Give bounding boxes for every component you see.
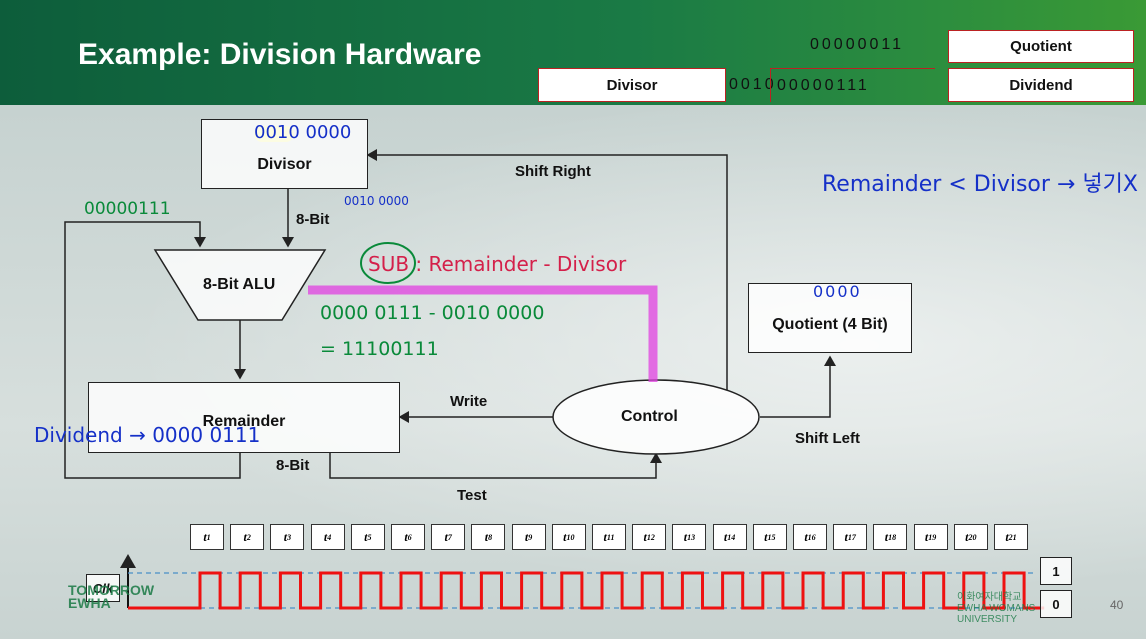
remainder-compare-note: Remainder < Divisor → 넣기X: [822, 172, 1138, 197]
circuit-background: [0, 105, 1146, 639]
test-label: Test: [457, 487, 487, 504]
shift-left-label: Shift Left: [795, 430, 860, 447]
dividend-bits: 00000111: [770, 68, 935, 102]
sub-expression-note: 0000 0111 - 0010 0000: [320, 302, 545, 324]
slide-title: Example: Division Hardware: [78, 38, 482, 71]
divisor-bits: 0010: [729, 76, 777, 93]
alu-shape: [153, 249, 327, 321]
quotient-bits: 00000011: [810, 36, 904, 53]
write-label: Write: [450, 393, 488, 410]
tomorrow-ewha-logo: TOMORROW EWHA: [68, 582, 155, 611]
dividend-note: Dividend → 0000 0111: [34, 423, 261, 447]
ewha-university-logo: 이화여자대학교 EWHA WOMANS UNIVERSITY: [957, 592, 1036, 625]
divisor-value-note: 0010 0000: [254, 122, 352, 143]
clock-waveform: [128, 571, 1045, 610]
sub-circle: [360, 242, 416, 284]
shift-right-label: Shift Right: [515, 163, 591, 180]
sub-note: SUB : Remainder - Divisor: [368, 252, 627, 276]
control-label: Control: [621, 408, 678, 425]
divisor-box: Divisor: [201, 119, 368, 189]
level-low-label: 0: [1040, 590, 1072, 618]
alu-divisor-note: 0010 0000: [344, 194, 409, 208]
quotient-box: Quotient (4 Bit): [748, 283, 912, 353]
sub-result-note: = 11100111: [320, 338, 439, 360]
remainder-width-label: 8-Bit: [276, 457, 310, 474]
clock-label: Clk: [86, 574, 120, 602]
slide-header: Example: Division Hardware 00000011 Quot…: [0, 0, 1146, 105]
remainder-top-note: 00000111: [84, 199, 171, 219]
dividend-register-label: Dividend: [948, 68, 1134, 102]
page-number: 40: [1110, 598, 1124, 612]
quotient-value-note: 0000: [813, 282, 862, 301]
remainder-box: Remainder: [88, 382, 400, 453]
sub-path-highlight: [308, 285, 658, 382]
alu-width-label: 8-Bit: [296, 211, 330, 228]
level-high-label: 1: [1040, 557, 1072, 585]
quotient-register-label: Quotient: [948, 30, 1134, 63]
alu-label: 8-Bit ALU: [203, 276, 276, 293]
divisor-register-label: Divisor: [538, 68, 726, 102]
